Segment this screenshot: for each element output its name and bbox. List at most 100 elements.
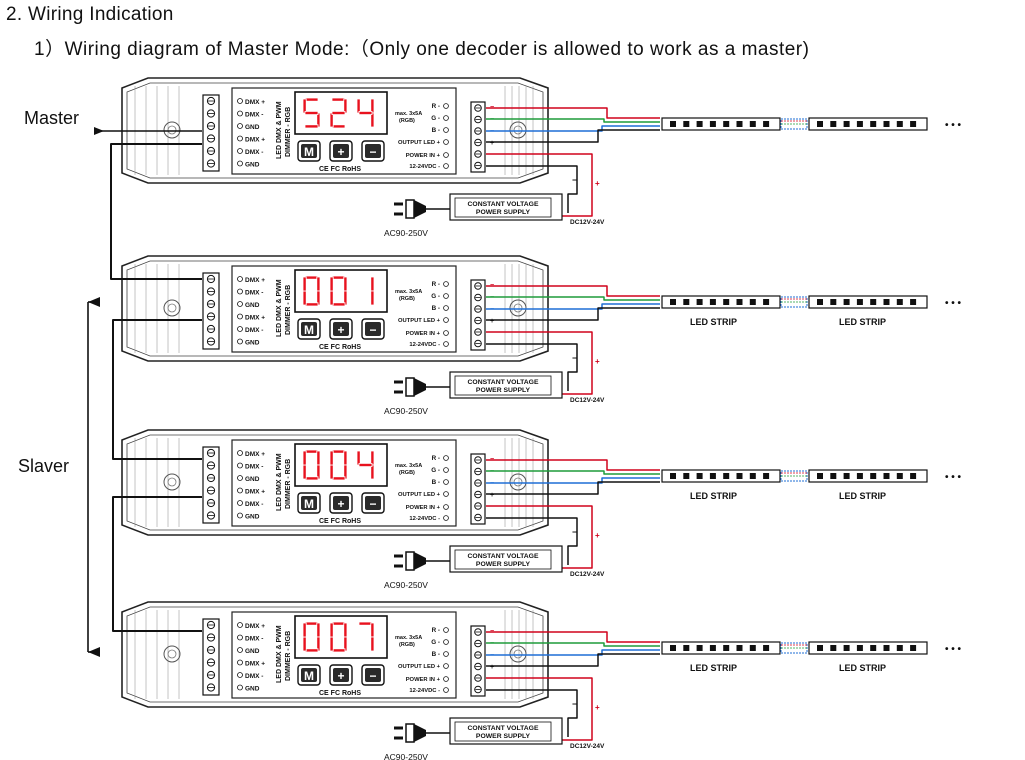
polarity-mark: + bbox=[490, 318, 494, 325]
segment-b bbox=[370, 622, 375, 638]
display-digit bbox=[302, 621, 321, 653]
mount-hole-icon bbox=[509, 299, 527, 317]
output-terminal-label: 12-24VDC - bbox=[409, 516, 440, 522]
dmx-terminal-label: GND bbox=[245, 340, 260, 347]
terminal-screw-icon bbox=[474, 138, 482, 147]
output-terminal-label: 12-24VDC - bbox=[409, 688, 440, 694]
mount-hole-icon bbox=[509, 121, 527, 139]
display-digit bbox=[356, 450, 375, 480]
strip-led bbox=[683, 645, 690, 651]
strip-body bbox=[808, 469, 928, 483]
terminal-screw-icon bbox=[206, 658, 216, 667]
segment-c bbox=[370, 112, 375, 128]
wire-power-positive bbox=[486, 505, 593, 569]
model-line1: LED DMX & PWM bbox=[276, 101, 283, 159]
mode-button: M bbox=[297, 492, 321, 514]
strip-led bbox=[910, 645, 917, 651]
plus-button-face bbox=[333, 668, 349, 682]
minus-button: − bbox=[361, 140, 385, 162]
wire-blue bbox=[486, 125, 660, 132]
rating-text: max. 3x5A bbox=[395, 111, 422, 117]
section-heading: 2. Wiring Indication bbox=[6, 4, 174, 25]
strip-led bbox=[843, 473, 850, 479]
strip-led bbox=[817, 473, 823, 479]
output-pin-icon bbox=[443, 627, 449, 633]
dmx-terminal-label: DMX + bbox=[245, 99, 265, 106]
minus-button-label: − bbox=[369, 669, 376, 683]
terminal-screw-icon bbox=[474, 316, 482, 325]
output-wires bbox=[486, 631, 660, 667]
output-terminal-label: G - bbox=[431, 639, 440, 646]
dmx-pin-icon bbox=[237, 326, 243, 332]
terminal-screw-icon bbox=[206, 337, 216, 346]
plus-button-label: + bbox=[337, 669, 344, 683]
dmx-pin-icon bbox=[237, 288, 243, 295]
terminal-screw-icon bbox=[474, 662, 482, 671]
terminal-screw-icon bbox=[474, 685, 482, 694]
strip-led bbox=[736, 121, 743, 127]
strip-led bbox=[709, 645, 716, 651]
strip-led bbox=[843, 121, 850, 127]
output-pin-icon bbox=[443, 639, 449, 645]
segment-d bbox=[331, 302, 346, 307]
segment-e bbox=[302, 464, 307, 480]
strip-led bbox=[763, 299, 770, 305]
terminal-screw-icon bbox=[206, 498, 216, 508]
dmx-terminal-label: DMX + bbox=[245, 661, 265, 668]
strip-led bbox=[696, 645, 703, 651]
strip-body bbox=[661, 641, 781, 655]
terminal-screw-icon bbox=[474, 282, 482, 290]
output-wires bbox=[486, 107, 660, 143]
strip-led bbox=[856, 645, 863, 651]
rating-text: max. 3x5A bbox=[395, 289, 422, 295]
power-supply-line2: POWER SUPPLY bbox=[476, 561, 531, 568]
strip-label: LED STRIP bbox=[839, 317, 886, 327]
power-supply-line1: CONSTANT VOLTAGE bbox=[468, 553, 539, 560]
plus-button-label: + bbox=[337, 323, 344, 337]
dmx-pin-icon bbox=[237, 301, 243, 307]
strip-led bbox=[683, 121, 690, 127]
terminal-screw-icon bbox=[206, 633, 216, 642]
strip-led bbox=[670, 473, 676, 479]
segment-a bbox=[331, 621, 346, 626]
output-terminal-label: OUTPUT LED + bbox=[398, 318, 441, 324]
strip-led bbox=[723, 473, 730, 479]
polarity-mark: + bbox=[490, 664, 494, 671]
led-strip-2 bbox=[808, 641, 928, 655]
power-supply-line2: POWER SUPPLY bbox=[476, 387, 531, 394]
plus-button: + bbox=[329, 318, 353, 340]
terminal-screw-icon bbox=[206, 299, 216, 309]
strip-led bbox=[910, 299, 917, 305]
strip-led bbox=[817, 121, 823, 127]
power-wires bbox=[486, 331, 593, 395]
mount-hole-inner bbox=[167, 649, 177, 659]
display-digit bbox=[329, 275, 348, 307]
wire-power-positive bbox=[486, 677, 593, 741]
dmx-pin-icon bbox=[237, 98, 243, 104]
output-pin-icon bbox=[443, 479, 449, 485]
output-terminal-label: G - bbox=[431, 293, 440, 300]
segment-a bbox=[304, 449, 319, 454]
segment-b bbox=[370, 98, 375, 114]
strip-led bbox=[910, 121, 917, 127]
minus-button-label: − bbox=[369, 323, 376, 337]
cert-marks: CE FC RoHS bbox=[319, 166, 361, 173]
dmx-terminal-label: GND bbox=[245, 514, 260, 521]
dmx-terminal-label: GND bbox=[245, 302, 260, 309]
segment-c bbox=[370, 290, 375, 306]
ac-voltage-label: AC90-250V bbox=[384, 406, 428, 416]
mode-button-label: M bbox=[304, 497, 314, 511]
wire-blue bbox=[486, 303, 660, 310]
strip-body bbox=[808, 641, 928, 655]
power-supply-line1: CONSTANT VOLTAGE bbox=[468, 725, 539, 732]
terminal-screw-icon bbox=[206, 159, 216, 168]
dmx-terminal-label: DMX + bbox=[245, 137, 265, 144]
plug-cord-guard bbox=[414, 378, 426, 396]
mode-button-face bbox=[301, 322, 317, 336]
decoder-housing-inner bbox=[126, 82, 544, 179]
model-line1: LED DMX & PWM bbox=[276, 453, 283, 511]
output-terminal-label: 12-24VDC - bbox=[409, 164, 440, 170]
